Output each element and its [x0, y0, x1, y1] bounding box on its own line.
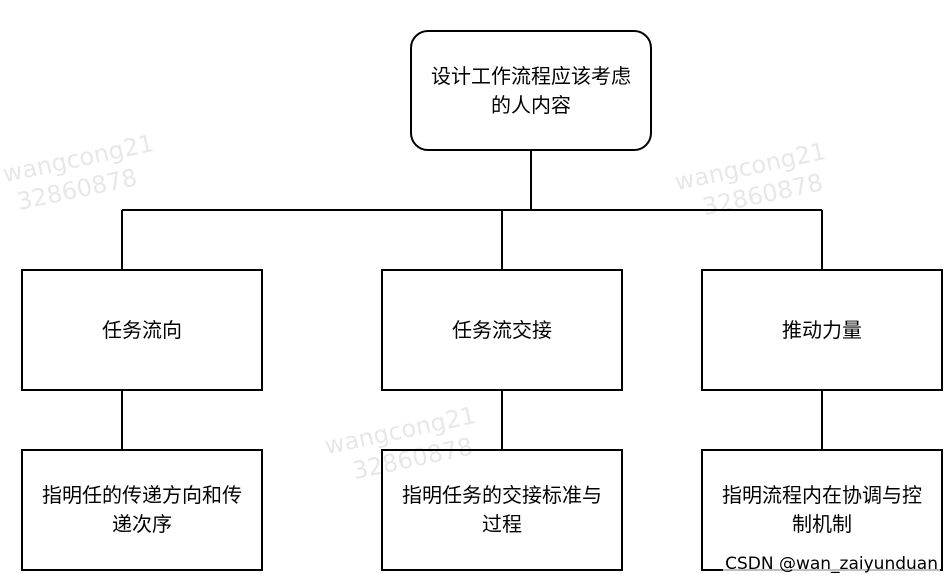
detail-node-task-flow: 指明任的传递方向和传递次序 [21, 449, 263, 571]
branch-node-driving-force: 推动力量 [701, 269, 943, 391]
detail-node-task-handover: 指明任务的交接标准与过程 [381, 449, 623, 571]
branch-node-task-handover: 任务流交接 [381, 269, 623, 391]
branch-node-label: 任务流交接 [452, 317, 552, 342]
branch-node-task-flow: 任务流向 [21, 269, 263, 391]
root-node: 设计工作流程应该考虑的人内容 [410, 30, 652, 151]
branch-node-label: 推动力量 [782, 317, 862, 342]
root-node-label: 设计工作流程应该考虑的人内容 [431, 63, 631, 117]
source-credit: CSDN @wan_zaiyunduan [723, 554, 940, 574]
detail-node-label: 指明任的传递方向和传递次序 [42, 483, 242, 536]
detail-node-label: 指明流程内在协调与控制机制 [722, 483, 922, 536]
detail-node-label: 指明任务的交接标准与过程 [402, 483, 602, 536]
branch-node-label: 任务流向 [102, 317, 182, 342]
detail-node-driving-force: 指明流程内在协调与控制机制 [701, 449, 943, 571]
